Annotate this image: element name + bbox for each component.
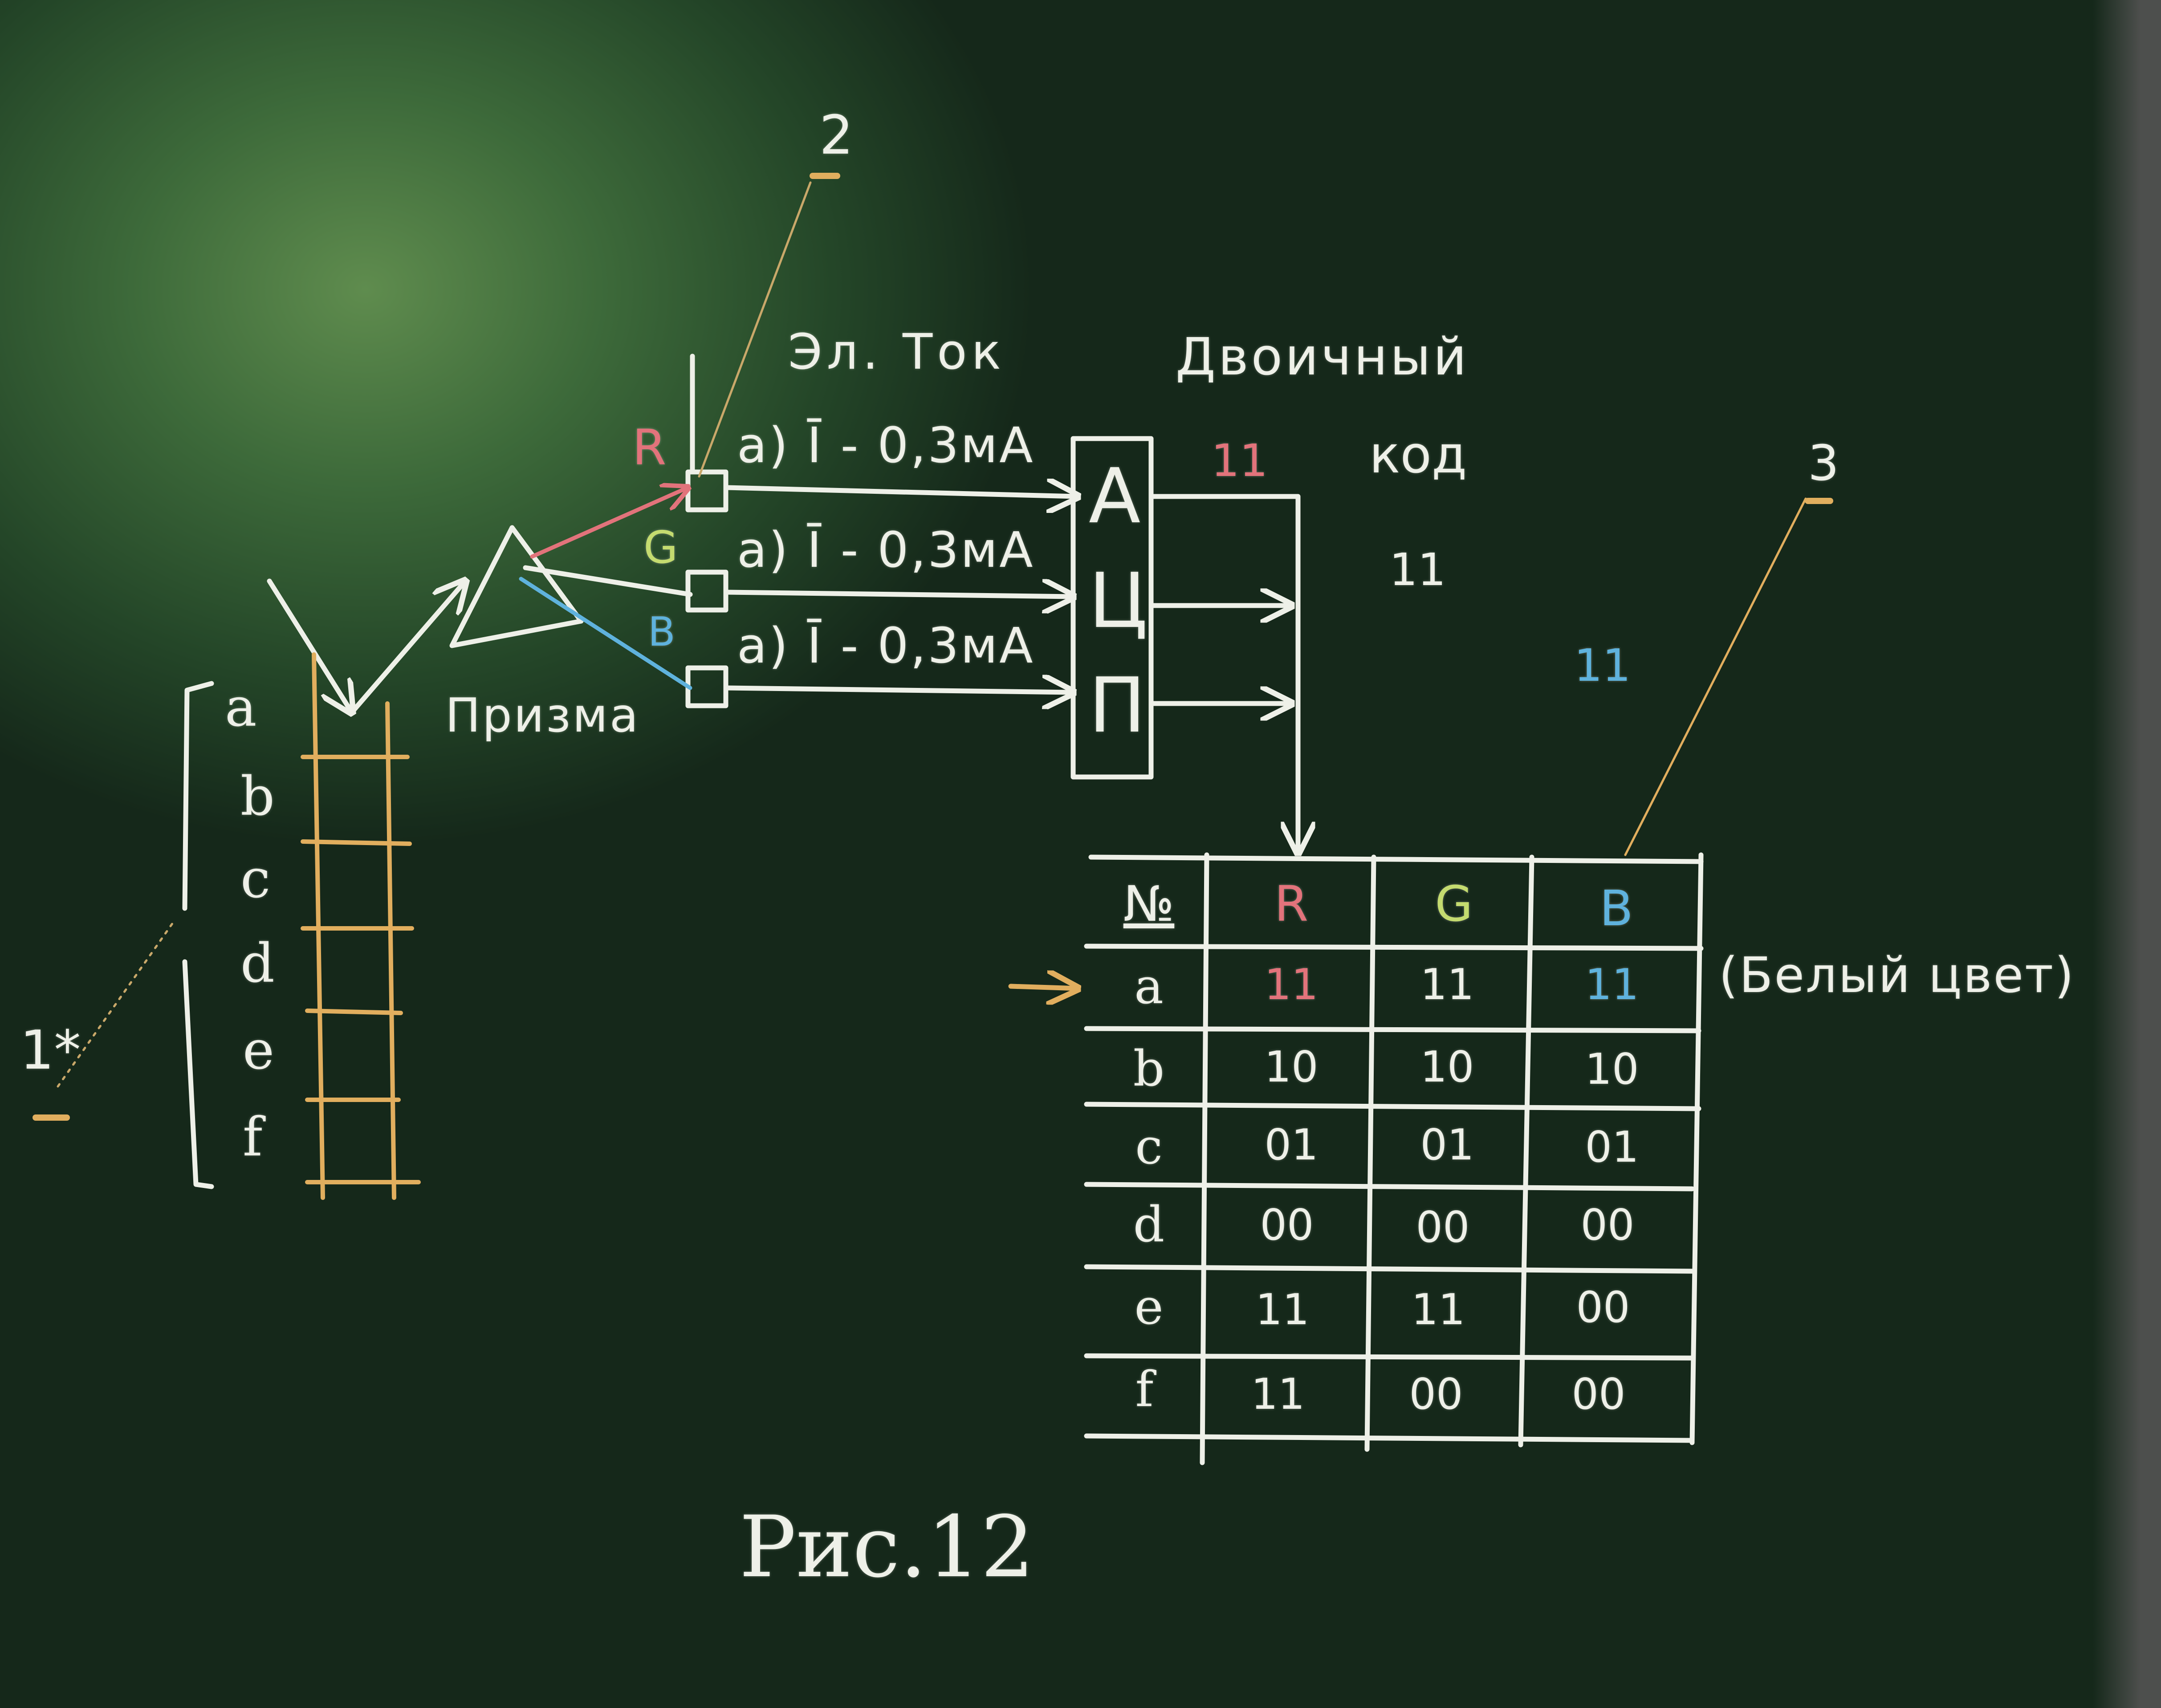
callout-3: 3 xyxy=(1808,435,1839,492)
ray-b xyxy=(519,577,692,690)
cell-b: 11 xyxy=(1585,960,1639,1009)
row-a-pointer xyxy=(1008,986,1078,988)
cell-r: 00 xyxy=(1260,1201,1314,1250)
ladder-icon xyxy=(301,652,421,1200)
cell-r: 11 xyxy=(1264,960,1319,1009)
row-label: b xyxy=(1133,1040,1165,1097)
arrow-g-adc xyxy=(723,592,1073,597)
table-header-b: B xyxy=(1599,880,1633,937)
channel-label-g: G xyxy=(643,521,678,573)
reflected-ray xyxy=(349,581,465,715)
row-label: a xyxy=(1134,958,1164,1015)
ladder-bracket xyxy=(182,681,214,1189)
photodiode-g xyxy=(685,569,728,613)
callout-2-leader xyxy=(698,181,812,478)
cell-g: 00 xyxy=(1409,1370,1463,1419)
table-header-g: G xyxy=(1435,875,1473,932)
arrow-r-adc xyxy=(723,488,1078,496)
adc-letter-p: П xyxy=(1089,662,1146,750)
cell-r: 11 xyxy=(1251,1370,1305,1419)
cell-b: 00 xyxy=(1576,1283,1630,1332)
table-header-r: R xyxy=(1274,875,1309,932)
cell-b: 10 xyxy=(1585,1045,1639,1094)
row-label: e xyxy=(1134,1278,1164,1335)
prism-icon xyxy=(449,525,584,648)
cell-r: 01 xyxy=(1264,1121,1319,1170)
cell-r: 10 xyxy=(1264,1043,1319,1092)
callout-1-leader xyxy=(57,920,175,1088)
row-label: c xyxy=(1135,1118,1163,1175)
channel-label-b: B xyxy=(648,609,676,655)
cell-g: 10 xyxy=(1420,1043,1474,1092)
current-heading: Эл. Ток xyxy=(788,323,1005,380)
ladder-label-f: f xyxy=(243,1106,263,1168)
binary-code-heading: Двоичный xyxy=(1176,327,1469,387)
cell-r: 11 xyxy=(1255,1285,1310,1334)
cell-b: 00 xyxy=(1571,1370,1626,1419)
channel-label-r: R xyxy=(632,419,667,476)
current-value-r: а) Ī - 0,3мА xyxy=(737,417,1035,474)
current-value-g: а) Ī - 0,3мА xyxy=(737,521,1035,578)
cell-b: 01 xyxy=(1585,1123,1639,1172)
cell-b: 00 xyxy=(1580,1201,1635,1250)
cell-g: 11 xyxy=(1411,1285,1465,1334)
callout-2: 2 xyxy=(819,105,854,167)
binary-code-heading-line2: код xyxy=(1369,425,1467,485)
bus-code-r: 11 xyxy=(1211,435,1268,487)
bus-code-g: 11 xyxy=(1389,544,1446,596)
current-value-b: а) Ī - 0,3мА xyxy=(737,617,1035,674)
ray-g xyxy=(523,565,693,597)
cell-g: 01 xyxy=(1420,1121,1474,1170)
callout-3-leader xyxy=(1624,497,1807,856)
photodiode-r xyxy=(685,469,728,512)
photodiode-b xyxy=(685,665,728,708)
row-label: d xyxy=(1133,1196,1165,1253)
cell-g: 00 xyxy=(1416,1203,1470,1252)
ladder-label-a: a xyxy=(225,677,257,739)
ladder-label-b: b xyxy=(240,766,275,828)
table-header-no: № xyxy=(1123,875,1175,932)
arrow-b-adc xyxy=(723,688,1073,692)
adc-letter-ts: Ц xyxy=(1089,557,1148,645)
callout-1: 1* xyxy=(20,1020,81,1082)
bus-code-b: 11 xyxy=(1574,639,1631,691)
ray-r xyxy=(530,488,688,559)
white-color-note: (Белый цвет) xyxy=(1719,947,2076,1004)
row-label: f xyxy=(1135,1361,1154,1418)
bus-r xyxy=(1148,494,1298,853)
adc-letter-a: А xyxy=(1089,452,1141,541)
figure-caption: Рис.12 xyxy=(739,1498,1035,1596)
ladder-label-e: e xyxy=(243,1020,275,1082)
ladder-label-c: c xyxy=(240,848,271,910)
prism-label: Призма xyxy=(445,688,640,743)
incident-ray xyxy=(267,578,352,712)
cell-g: 11 xyxy=(1420,960,1474,1009)
ladder-label-d: d xyxy=(240,933,275,995)
